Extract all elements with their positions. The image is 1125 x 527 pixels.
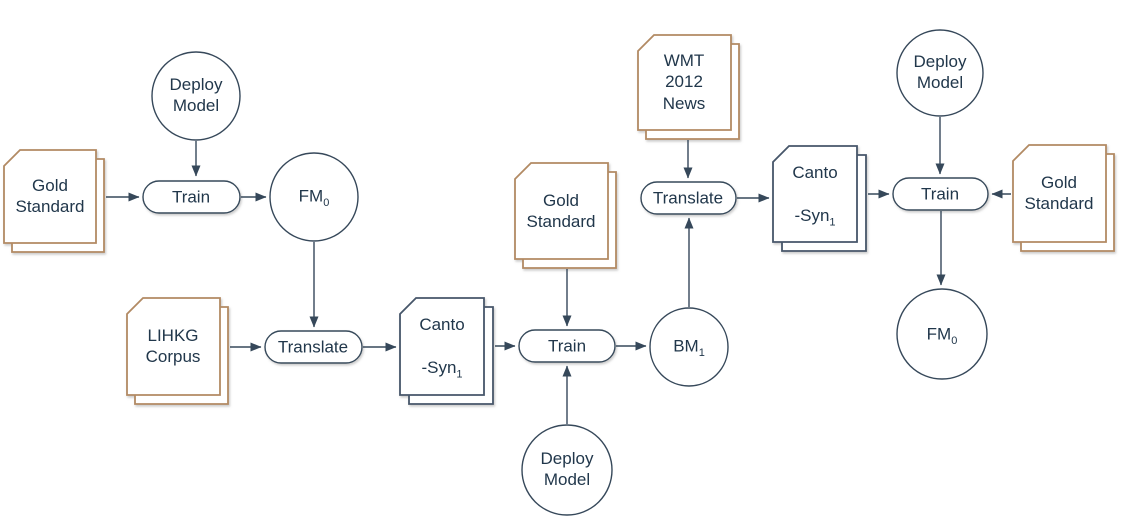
canto-syn1-doc-2-shape [772, 145, 867, 252]
deploy-model-circle-3 [896, 29, 984, 117]
gold-standard-doc-2-shape [514, 162, 617, 269]
bm1-circle [649, 307, 729, 387]
wmt-2012-news-doc-shape [637, 34, 740, 140]
translate-process-1-shape [264, 330, 363, 364]
translate-process-2-shape [640, 181, 737, 215]
train-process-2-shape [518, 329, 616, 363]
gold-standard-doc-3-shape [1012, 144, 1115, 252]
train-process-3-shape [892, 177, 989, 211]
fm0-circle-2 [896, 288, 988, 380]
lihkg-corpus-doc-shape [126, 297, 229, 405]
deploy-model-circle-2 [521, 424, 613, 516]
fm0-circle-1 [269, 152, 359, 242]
deploy-model-circle-1 [151, 51, 241, 141]
gold-standard-doc-1-shape [3, 149, 105, 253]
train-process-1-shape [142, 180, 241, 214]
canto-syn1-doc-1-shape [399, 297, 494, 405]
